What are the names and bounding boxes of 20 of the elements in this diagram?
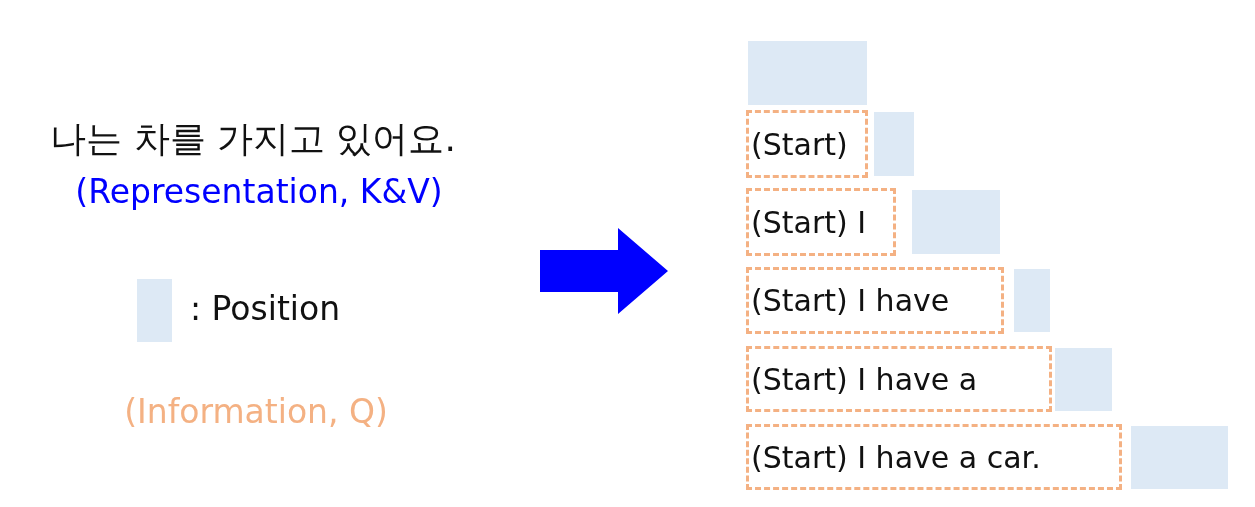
position-block [748,41,867,105]
token-box [746,188,896,256]
token-text: (Start) I [751,204,867,240]
korean-sentence: 나는 차를 가지고 있어요. [49,117,457,161]
position-block [1131,426,1228,489]
token-text: (Start) I have a car. [751,439,1041,475]
representation-label: (Representation, K&V) [74,172,444,211]
position-block [1055,348,1112,411]
position-block [912,190,1000,254]
legend-text: : Position [190,289,341,328]
token-box [746,267,1004,334]
token-box [746,424,1122,490]
information-label: (Information, Q) [123,392,389,431]
token-text: (Start) [751,126,848,162]
token-box [746,346,1052,412]
token-text: (Start) I have a [751,361,978,397]
token-box [746,110,868,178]
position-block [874,112,914,176]
position-block [1014,269,1050,332]
token-text: (Start) I have [751,283,950,318]
